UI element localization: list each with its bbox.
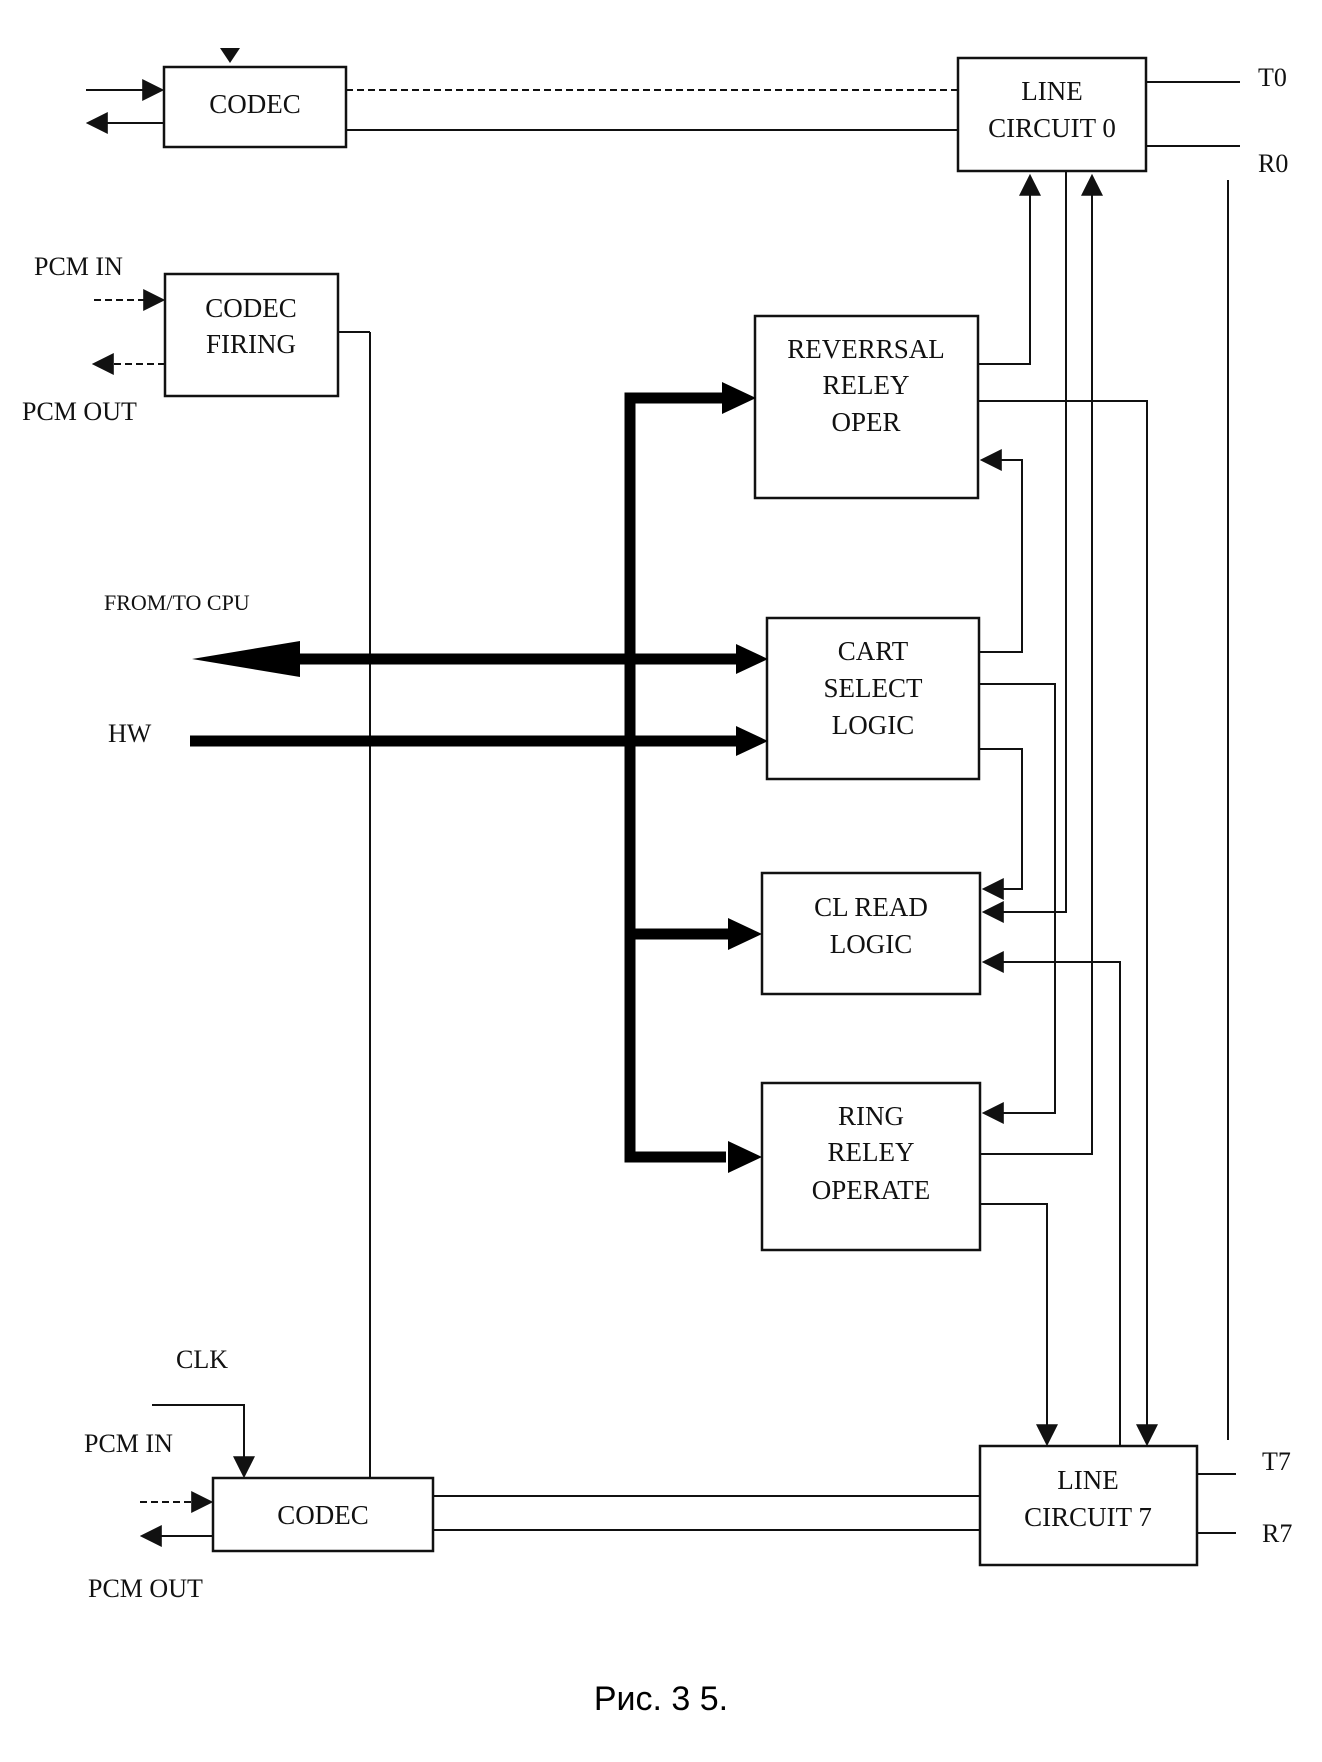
codec-firing-label-1: CODEC — [205, 293, 297, 323]
figure-caption: Рис. 3 5. — [594, 1680, 728, 1718]
pcm-in-top-label: PCM IN — [34, 252, 123, 281]
line7-to-clread-wire — [981, 951, 1121, 1446]
pcm-out-bottom-label: PCM OUT — [88, 1574, 203, 1603]
r0-label: R0 — [1258, 149, 1288, 178]
line-circuit-7-block — [978, 1444, 1199, 1567]
cart-select-label-3: LOGIC — [832, 710, 915, 740]
reversal-relay-label-1: REVERRSAL — [787, 334, 945, 364]
reversal-relay-label-2: RELEY — [823, 370, 910, 400]
r7-label: R7 — [1262, 1519, 1292, 1548]
codec-bottom-label: CODEC — [277, 1500, 369, 1530]
cart-to-ring-wire — [979, 683, 1056, 1124]
ring-relay-label-3: OPERATE — [812, 1175, 931, 1205]
cpu-bus-right-arrowhead — [736, 644, 768, 674]
cart-select-block — [765, 616, 981, 781]
line-circuit-7-label-2: CIRCUIT 7 — [1024, 1502, 1152, 1532]
cl-read-label-1: CL READ — [814, 892, 928, 922]
distribution-bus — [624, 392, 726, 1163]
line0-to-clread-wire — [981, 171, 1067, 923]
codec-firing-block — [163, 272, 340, 398]
t0-label: T0 — [1258, 63, 1287, 92]
from-to-cpu-label: FROM/TO CPU — [104, 590, 250, 615]
pcm-out-top-label: PCM OUT — [22, 397, 137, 426]
codec-bottom-block — [211, 1476, 435, 1553]
line-circuit-0-label-2: CIRCUIT 0 — [988, 113, 1116, 143]
cart-select-label-2: SELECT — [824, 673, 924, 703]
line-circuit-7-label-1: LINE — [1057, 1465, 1118, 1495]
cl-read-block — [760, 871, 982, 996]
ring-to-line7-wire — [980, 1203, 1058, 1447]
reversal-to-line7-wire — [978, 400, 1158, 1447]
cl-read-label-2: LOGIC — [830, 929, 913, 959]
ring-relay-label-2: RELEY — [828, 1137, 915, 1167]
bus-arrow-ring — [728, 1141, 762, 1173]
hw-label: HW — [108, 719, 152, 748]
reversal-to-line0-wire — [978, 173, 1041, 365]
cart-to-clread-wire — [979, 748, 1023, 900]
ring-relay-label-1: RING — [838, 1101, 904, 1131]
ring-to-line0-wire — [980, 173, 1103, 1155]
bus-arrow-reversal — [722, 382, 756, 414]
cpu-bus-left-arrowhead — [192, 641, 300, 677]
pcm-in-bottom-label: PCM IN — [84, 1429, 173, 1458]
codec-firing-label-2: FIRING — [206, 329, 296, 359]
reversal-relay-block — [753, 314, 980, 500]
clk-label: CLK — [176, 1345, 228, 1374]
line-circuit-0-block — [956, 56, 1148, 173]
reversal-relay-label-3: OPER — [831, 407, 900, 437]
cart-to-reversal-wire — [979, 449, 1023, 653]
clk-arrow — [152, 1404, 255, 1479]
line-circuit-0-label-1: LINE — [1021, 76, 1082, 106]
bus-arrow-cl-read — [728, 918, 762, 950]
ring-relay-block — [760, 1081, 982, 1252]
t7-label: T7 — [1262, 1447, 1291, 1476]
codec-top-control-arrow — [220, 48, 240, 63]
codec-top-label: CODEC — [209, 89, 301, 119]
cart-select-label-1: CART — [838, 636, 909, 666]
codec-top-block — [162, 65, 348, 149]
hw-bus-arrowhead — [736, 726, 768, 756]
